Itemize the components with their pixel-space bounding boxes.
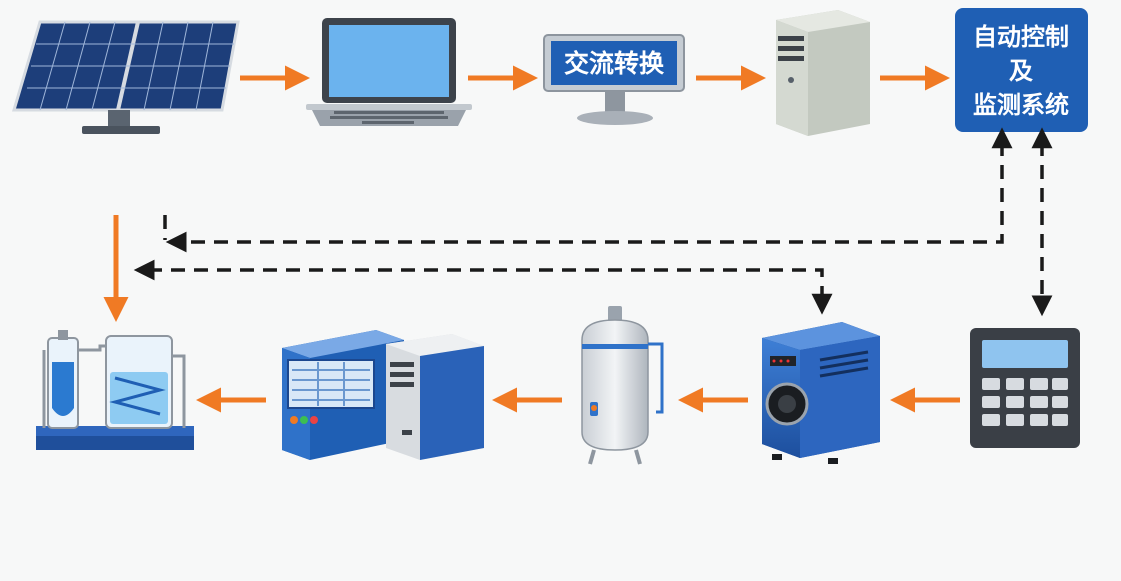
control-label-line2: 及: [1009, 57, 1033, 85]
signal-line-to-left-upper: [165, 127, 1013, 253]
blower-icon: [762, 322, 880, 464]
signal-lines: [133, 127, 1053, 317]
monitor-icon: [543, 34, 685, 125]
signal-line-blower: [133, 259, 833, 315]
water-tank-icon: [36, 330, 194, 450]
control-label-line3: 监测系统: [973, 91, 1069, 119]
cabinet-icon: [282, 330, 484, 460]
ac-conversion-label: 交流转换: [564, 49, 665, 78]
tank-icon: [581, 306, 664, 465]
server-icon: [776, 10, 870, 136]
keypad-icon: [970, 328, 1080, 448]
control-monitoring-system-box: [955, 8, 1088, 132]
laptop-icon: [306, 18, 472, 126]
control-label-line1: 自动控制: [973, 23, 1069, 51]
solar-panel-icon: [11, 20, 240, 134]
